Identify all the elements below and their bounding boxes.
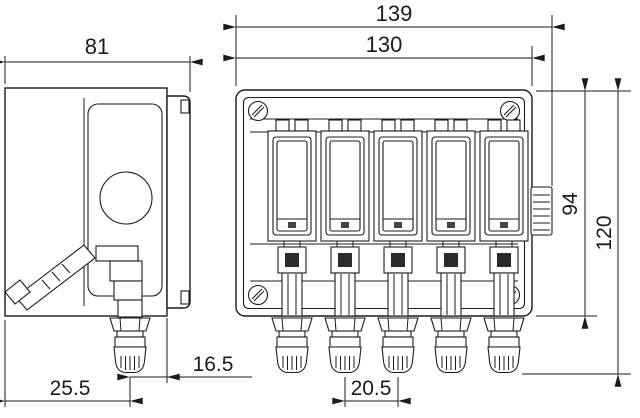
side-connector — [530, 186, 553, 236]
dim-label-130: 130 — [366, 32, 403, 57]
front-view — [235, 89, 553, 374]
gland-bracket — [95, 245, 143, 318]
dim-label-25-5: 25.5 — [50, 377, 91, 400]
cable-gland — [377, 317, 419, 374]
dim-gland-pitch: 20.5 — [332, 377, 411, 407]
lid-clip-top — [180, 99, 190, 114]
cable-gland — [483, 317, 525, 374]
lid-clip-bottom — [180, 290, 190, 305]
dim-side-depth: 81 — [0, 34, 203, 92]
cable-gland — [324, 317, 366, 374]
side-view — [4, 87, 191, 374]
dim-label-16-5: 16.5 — [193, 353, 234, 376]
dimensions: 81 139 130 94 120 25.5 — [0, 1, 631, 407]
corner-screw — [247, 284, 269, 306]
dim-label-139: 139 — [376, 1, 413, 26]
dim-label-94: 94 — [559, 192, 582, 216]
dim-enclosure-height: 94 — [536, 78, 631, 329]
side-lid — [166, 95, 191, 309]
dim-enclosure-width: 130 — [223, 32, 545, 86]
cable-gland-side — [109, 317, 151, 374]
dim-overall-width: 139 — [223, 1, 565, 186]
dim-label-20-5: 20.5 — [351, 377, 392, 400]
dim-label-81: 81 — [85, 34, 109, 59]
cable-gland — [271, 317, 313, 374]
dim-gland-offset-back: 25.5 — [0, 320, 143, 407]
dim-gland-offset-front: 16.5 — [117, 318, 252, 383]
cable-gland — [430, 317, 472, 374]
dim-overall-height: 120 — [522, 78, 631, 387]
corner-screw — [247, 100, 269, 122]
mounting-flap — [4, 244, 96, 311]
corner-screw — [499, 100, 521, 122]
dim-label-120: 120 — [593, 215, 616, 250]
knockout-circle — [99, 171, 153, 225]
